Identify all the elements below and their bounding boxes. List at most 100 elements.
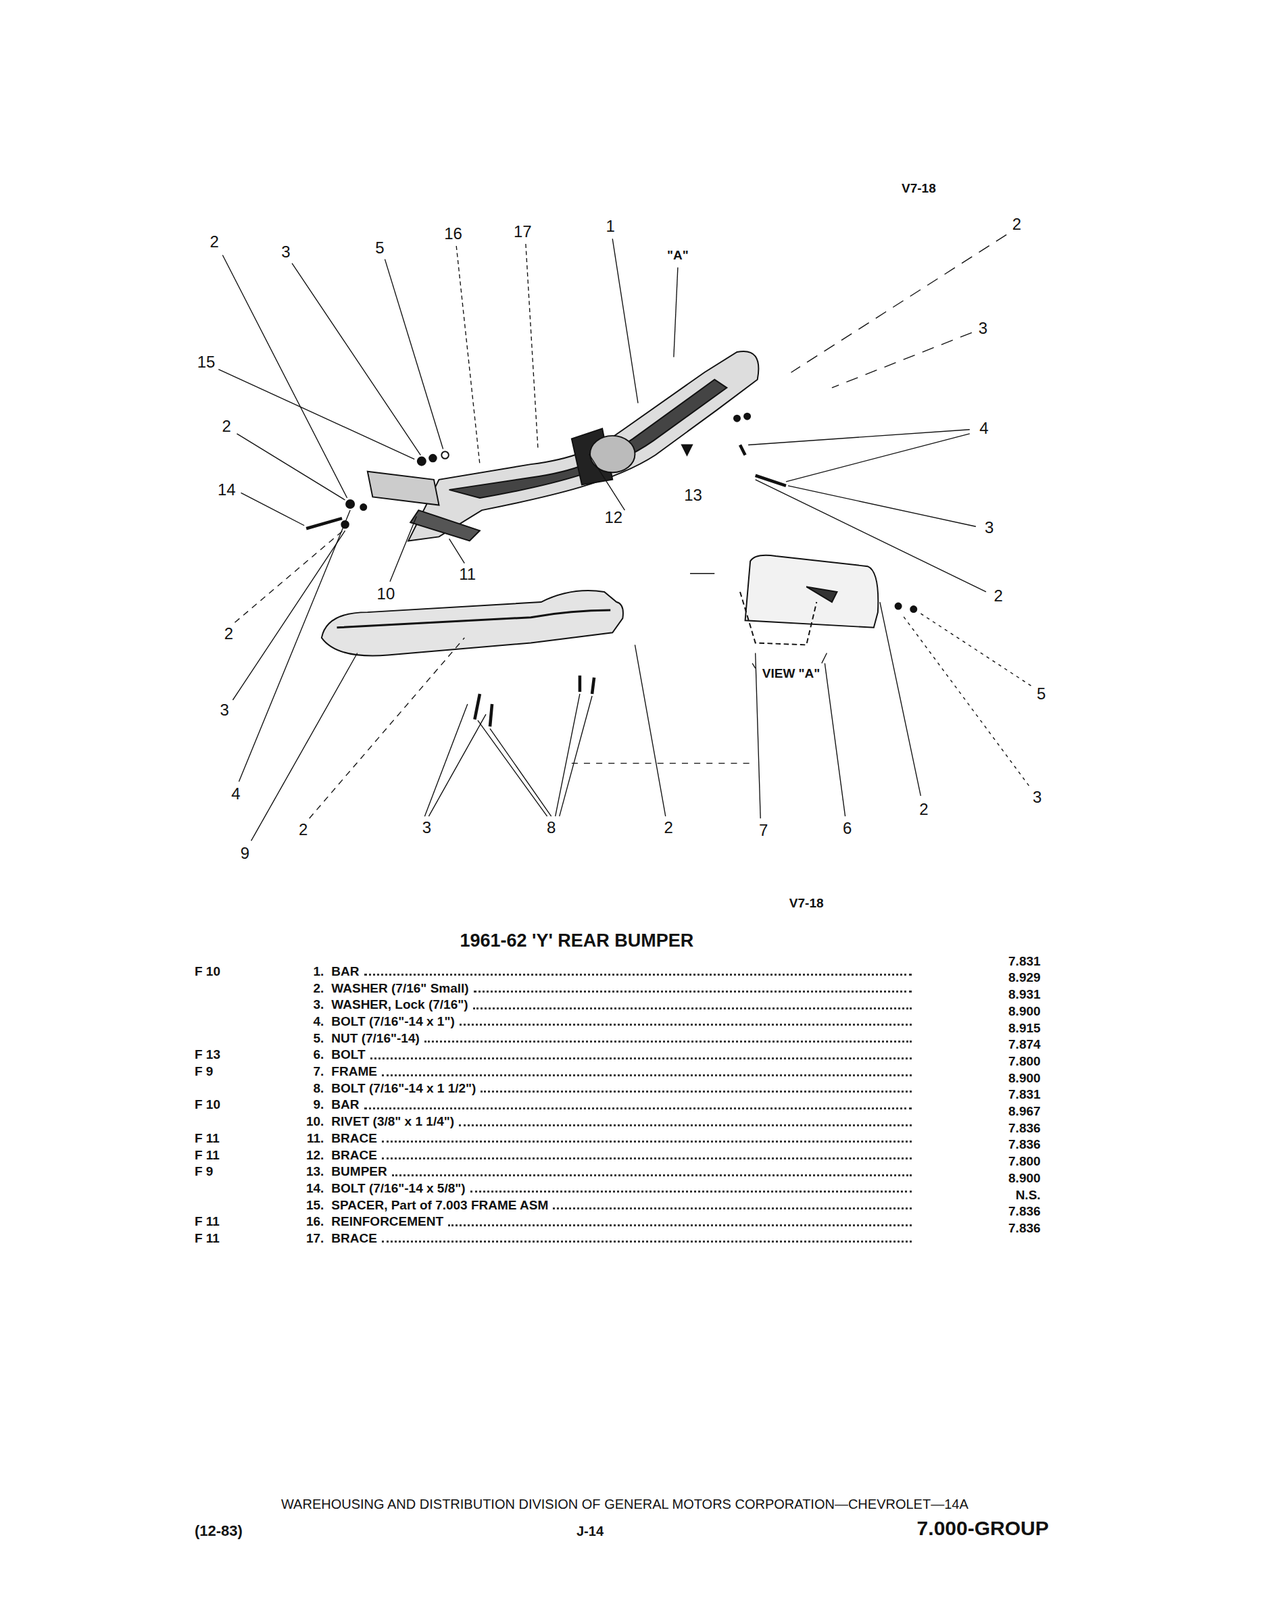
leader-lines [218,234,1031,841]
item-number: 2. [312,981,325,996]
item-number: 10. [305,1115,325,1130]
bracket [367,471,440,506]
callout-number: 2 [208,233,219,251]
callout-number: 3 [280,243,291,261]
date-code: (12-83) [193,1523,244,1540]
part-description: WASHER, Lock (7/16") [330,998,469,1013]
bumper-bar [321,590,624,656]
leader-dots [391,1174,912,1177]
bolt [592,677,595,695]
part-description: BOLT (7/16"-14 x 5/8") [330,1181,466,1196]
view-label: VIEW "A" [761,666,822,681]
part-description: BAR [330,1098,360,1113]
callout-number: 1 [605,217,616,236]
figure-ref: F 10 [193,964,222,979]
callout-number: 10 [376,585,397,603]
callout-number: 11 [458,565,477,584]
callout-number: 5 [1036,685,1047,703]
bumper-shading [336,610,611,628]
group-number: 8.931 [1007,988,1042,1003]
callout-number: 5 [374,239,385,257]
bolt [740,444,746,455]
leader-dots [381,1140,912,1143]
group-number: 7.800 [1007,1054,1042,1070]
group-number: 8.915 [1007,1021,1042,1036]
group-number: 8.900 [1007,1004,1042,1019]
leader-dots [424,1040,912,1043]
figure-ref: F 10 [193,1098,222,1113]
leader-dots [381,1240,912,1243]
item-number: 16. [305,1215,325,1230]
view-a-bolt [806,586,837,603]
item-number: 17. [305,1232,325,1247]
group-number: 8.900 [1007,1171,1042,1186]
part-description: BOLT [330,1048,366,1063]
callout-number: 2 [663,819,674,837]
callout-number: 8 [546,819,557,837]
group-number: 8.929 [1007,971,1042,986]
callout-number: 3 [421,819,432,837]
item-number: 8. [312,1081,325,1096]
item-number: 5. [312,1031,325,1046]
group-number: 7.836 [1007,1121,1042,1136]
leader-dots [458,1124,912,1127]
item-number: 1. [312,964,325,979]
part-description: REINFORCEMENT [330,1215,445,1230]
washer [360,504,367,511]
bolt [578,675,582,693]
callout-number: 17 [512,223,533,241]
part-description: WASHER (7/16" Small) [330,981,470,996]
leader-dots [473,990,912,993]
group-number: 7.831 [1007,1088,1042,1103]
figure-ref: F 9 [193,1065,214,1080]
callout-number: 4 [230,785,241,803]
bumper-bar [408,351,759,541]
washer [744,413,751,420]
group-number: 8.967 [1007,1105,1042,1120]
item-number: 7. [312,1065,325,1080]
nut [910,606,917,613]
figure-ref: F 11 [193,1131,221,1146]
leader-dots [448,1224,912,1227]
group-number: 7.836 [1007,1205,1042,1220]
leader-dots [552,1207,912,1210]
figure-ref: F 9 [193,1165,214,1180]
callout-number: 2 [918,800,929,819]
bolt [489,704,493,727]
item-number: 13. [305,1165,325,1180]
washer [733,415,741,422]
item-number: 15. [305,1198,325,1213]
callout-number: 2 [298,821,309,839]
washer [429,454,437,463]
leader-dots [470,1190,912,1193]
callout-number: 14 [216,481,237,499]
nut [441,451,449,459]
bolt [681,444,693,455]
callout-number: 9 [239,844,251,862]
part-description: BRACE [330,1148,378,1163]
part-description: BUMPER [330,1165,388,1180]
part-description: BOLT (7/16"-14 x 1") [330,1015,455,1030]
item-number: 6. [312,1048,325,1063]
item-number: 14. [305,1181,325,1196]
page-number: J-14 [575,1524,605,1539]
figure-code: V7-18 [788,896,825,911]
callout-number: 3 [219,701,230,720]
view-a-frame [745,555,879,628]
group-number: 7.836 [1007,1221,1042,1236]
bolt [474,694,480,720]
callout-number: 3 [1032,788,1043,806]
washer [417,457,426,466]
callout-number: "A" [666,248,690,263]
footer-text: WAREHOUSING AND DISTRIBUTION DIVISION OF… [280,1497,970,1512]
item-number: 9. [312,1098,325,1113]
figure-ref: F 13 [193,1048,222,1063]
part-description: BOLT (7/16"-14 x 1 1/2") [330,1081,477,1096]
callout-number: 15 [196,353,217,372]
callout-number: 16 [443,225,463,243]
callout-number: 13 [683,485,703,504]
part-description: RIVET (3/8" x 1 1/4") [330,1115,455,1130]
washer [346,500,355,509]
part-description: NUT (7/16"-14) [330,1031,420,1046]
